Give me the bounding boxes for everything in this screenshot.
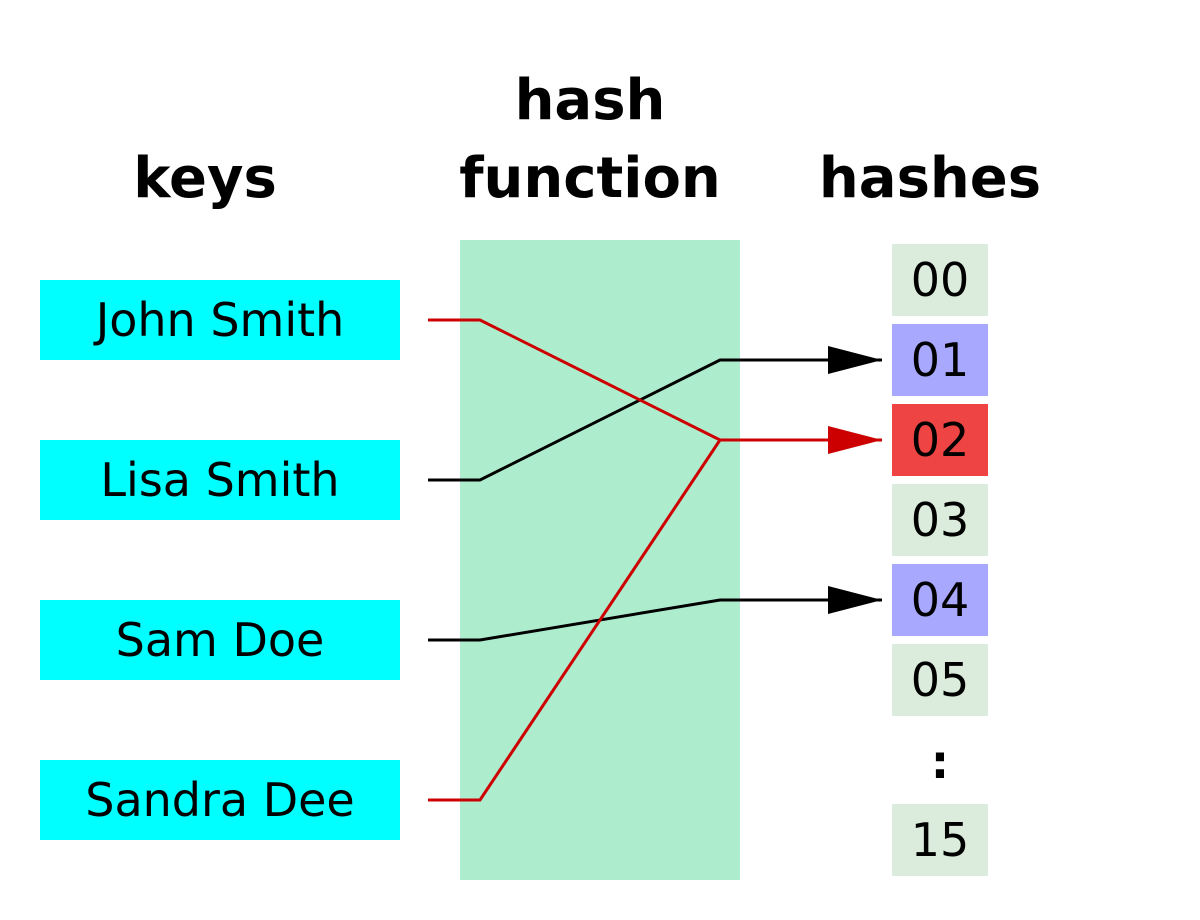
bucket-05: 05 (892, 644, 988, 716)
key-box-john-smith: John Smith (40, 280, 400, 360)
bucket-03: 03 (892, 484, 988, 556)
arrow-sam-doe-to-04 (428, 586, 882, 642)
hashes-heading: hashes (818, 146, 1042, 211)
bucket-00: 00 (892, 244, 988, 316)
key-box-sandra-dee: Sandra Dee (40, 760, 400, 840)
arrow-sandra-dee-to-02 (428, 439, 722, 802)
key-box-lisa-smith: Lisa Smith (40, 440, 400, 520)
hash-function-heading: hash function (440, 62, 740, 218)
hash-function-heading-line2: function (459, 146, 721, 211)
arrow-lisa-smith-to-01 (428, 346, 882, 482)
bucket-ellipsis: : (930, 735, 950, 789)
keys-heading: keys (133, 146, 277, 211)
hash-function-box (460, 240, 740, 880)
bucket-01: 01 (892, 324, 988, 396)
key-box-sam-doe: Sam Doe (40, 600, 400, 680)
bucket-02: 02 (892, 404, 988, 476)
hash-function-heading-line1: hash (514, 68, 666, 133)
bucket-04: 04 (892, 564, 988, 636)
arrow-john-smith-to-02 (428, 318, 882, 454)
bucket-15: 15 (892, 804, 988, 876)
